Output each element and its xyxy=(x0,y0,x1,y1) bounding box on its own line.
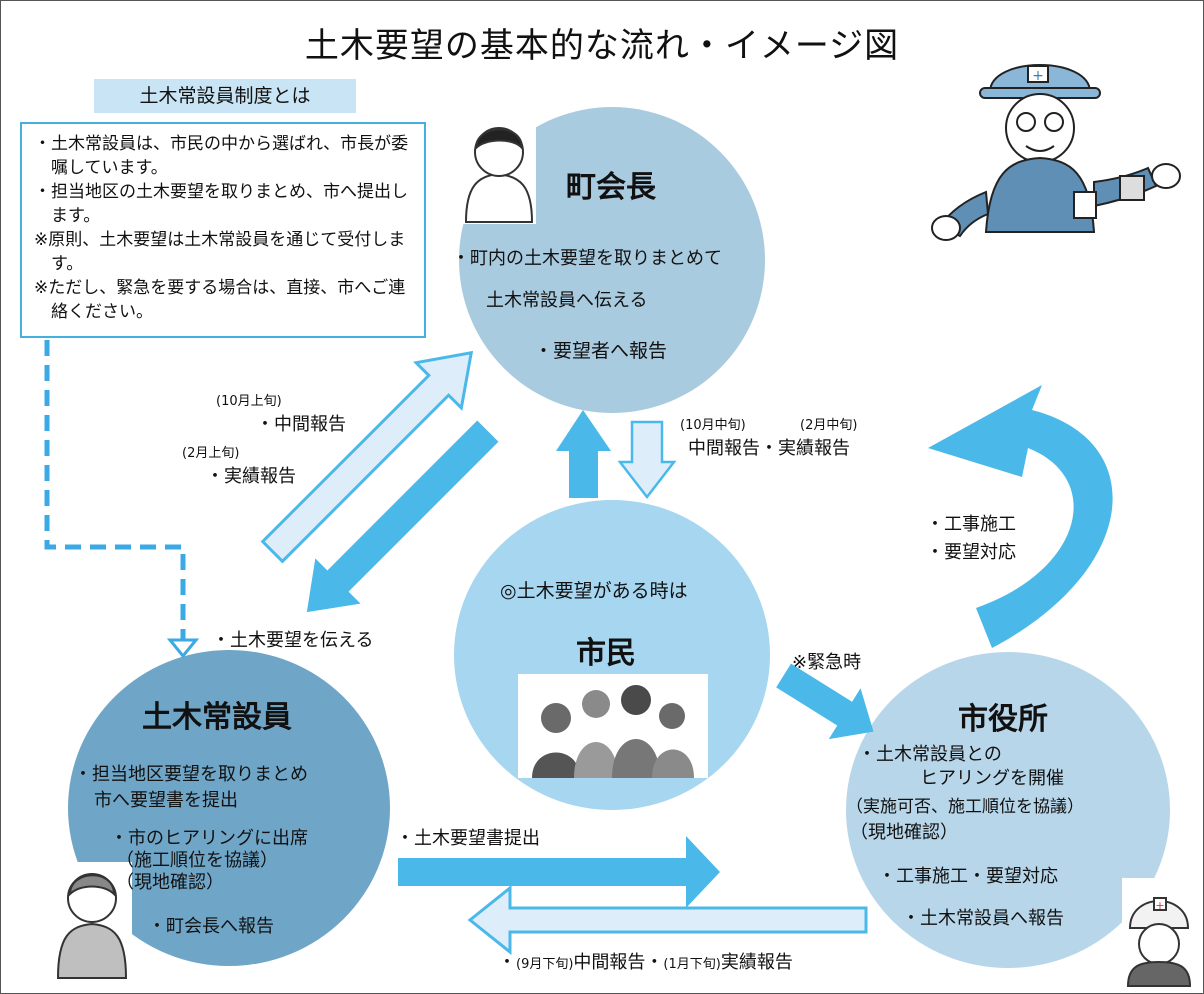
bottom-report-label: ・(9月下旬)中間報告・(1月下旬)実績報告 xyxy=(498,948,793,974)
shimin-up-arrow xyxy=(556,410,611,498)
worker-helmet-icon: + xyxy=(1122,878,1196,987)
shiyakusho-heading: 市役所 xyxy=(958,702,1048,737)
convey-request-label: ・土木要望を伝える xyxy=(212,630,374,651)
definition-line: ※ただし、緊急を要する場合は、直接、市へご連絡ください。 xyxy=(34,278,406,322)
definition-box: ・土木常設員は、市民の中から選ばれ、市長が委嘱しています。 ・担当地区の土木要望… xyxy=(20,122,426,338)
submit-arrow xyxy=(398,836,720,908)
definition-banner: 土木常設員制度とは xyxy=(94,79,356,113)
construction-worker-illustration: + xyxy=(931,64,1181,241)
page-title: 土木要望の基本的な流れ・イメージ図 xyxy=(304,26,900,66)
shiyakusho-line: （現地確認） xyxy=(850,822,958,843)
bottom-bullet: ・ xyxy=(498,952,516,973)
shimin-intro: ◎土木要望がある時は xyxy=(500,580,688,602)
joseiin-line: 市へ要望書を提出 xyxy=(94,790,238,811)
shimin-heading: 市民 xyxy=(576,636,636,671)
curved-arrow xyxy=(928,385,1113,648)
joseiin-heading: 土木常設員 xyxy=(142,700,292,735)
shimin-people-photo xyxy=(518,674,708,778)
convey-arrow-down xyxy=(306,420,499,613)
response-label: ・要望対応 xyxy=(926,542,1016,563)
construction-label: ・工事施工 xyxy=(926,514,1016,535)
joseiin-line: ・市のヒアリングに出席 xyxy=(110,828,308,849)
shiyakusho-line: ヒアリングを開催 xyxy=(920,768,1064,789)
definition-line: ※原則、土木要望は土木常設員を通じて受付します。 xyxy=(34,230,406,274)
interim-report-label: ・中間報告 xyxy=(256,414,346,435)
sep-late-label: (9月下旬) xyxy=(516,957,574,972)
shimin-down-arrow xyxy=(617,420,677,500)
chokaicho-line: ・町内の土木要望を取りまとめて xyxy=(452,248,722,269)
svg-text:+: + xyxy=(1032,68,1044,84)
joseiin-person-icon xyxy=(52,862,132,984)
joseiin-line: ・担当地区要望を取りまとめ xyxy=(74,764,308,785)
shiyakusho-line: ・工事施工・要望対応 xyxy=(878,866,1058,887)
shiyakusho-circle xyxy=(846,652,1170,968)
emergency-arrow xyxy=(776,663,874,740)
svg-text:+: + xyxy=(1155,899,1164,912)
dashed-connector-head xyxy=(166,638,200,659)
report-arrow-up xyxy=(260,350,474,564)
dashed-connector xyxy=(44,340,186,640)
joseiin-line: ・町会長へ報告 xyxy=(148,916,274,937)
mid-reports-label: 中間報告・実績報告 xyxy=(688,438,850,459)
definition-line: ・担当地区の土木要望を取りまとめ、市へ提出します。 xyxy=(34,182,408,226)
submit-request-label: ・土木要望書提出 xyxy=(396,828,540,849)
oct-mid-label: (10月中旬) xyxy=(680,418,746,433)
oct-early-label: (10月上旬) xyxy=(216,394,282,409)
results-report-label: ・実績報告 xyxy=(206,466,296,487)
bottom-results-label: 実績報告 xyxy=(720,952,793,973)
shiyakusho-line: ・土木常設員との xyxy=(858,744,1002,765)
shiyakusho-line: ・土木常設員へ報告 xyxy=(902,908,1064,929)
jan-late-label: (1月下旬) xyxy=(663,957,721,972)
bottom-interim-label: 中間報告・ xyxy=(573,952,664,973)
joseiin-line: （施工順位を協議） xyxy=(116,850,278,871)
chokaicho-heading: 町会長 xyxy=(566,170,656,205)
chokaicho-line: ・要望者へ報告 xyxy=(534,340,668,362)
shiyakusho-line: （実施可否、施工順位を協議） xyxy=(846,797,1084,817)
emergency-label: ※緊急時 xyxy=(792,652,862,673)
definition-line: ・土木常設員は、市民の中から選ばれ、市長が委嘱しています。 xyxy=(34,134,409,178)
feb-early-label: (2月上旬) xyxy=(182,446,240,461)
chokaicho-person-icon xyxy=(460,120,536,224)
feb-mid-label: (2月中旬) xyxy=(800,418,858,433)
return-report-arrow xyxy=(467,884,868,956)
chokaicho-line: 土木常設員へ伝える xyxy=(486,290,648,311)
joseiin-line: （現地確認） xyxy=(116,872,224,893)
